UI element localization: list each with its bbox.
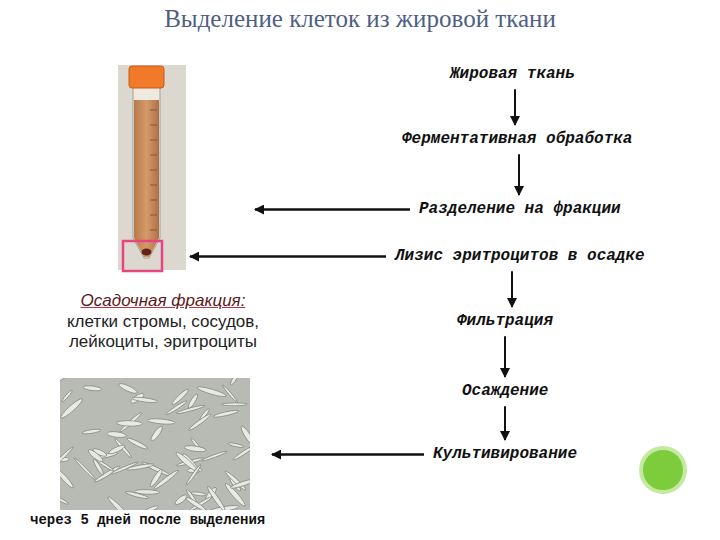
step-text: Жировая ткань xyxy=(450,65,575,84)
flow-arrow xyxy=(518,154,520,195)
pointer-arrow xyxy=(255,208,410,211)
step-label: Осаждение xyxy=(459,380,551,403)
flow-arrow xyxy=(504,406,506,440)
step-text: Ферментативная обработка xyxy=(402,130,632,149)
step-text: Культивирование xyxy=(433,445,577,464)
flow-arrow xyxy=(514,89,516,125)
fraction-heading: Осадочная фракция: xyxy=(45,291,281,311)
pointer-arrow xyxy=(190,255,386,258)
step-label: Культивирование xyxy=(430,443,580,466)
step-text: Фильтрация xyxy=(457,312,553,331)
step-label: Разделение на фракции xyxy=(416,198,624,221)
step-text: Лизис эритроцитов в осадке xyxy=(395,247,645,266)
step-label: Ферментативная обработка xyxy=(399,128,635,151)
slide-title: Выделение клеток из жировой ткани xyxy=(0,5,720,33)
image-caption: через 5 дней после выделения xyxy=(30,512,310,528)
fraction-note: клетки стромы, сосудов, лейкоциты, эритр… xyxy=(45,312,281,353)
step-text: Разделение на фракции xyxy=(419,200,621,219)
flow-arrow xyxy=(504,336,506,377)
step-label: Жировая ткань xyxy=(447,63,578,86)
tube-photo xyxy=(118,65,186,271)
cell-micrograph xyxy=(60,378,250,510)
flow-arrow xyxy=(511,271,513,307)
step-text: Осаждение xyxy=(462,382,548,401)
step-label: Фильтрация xyxy=(454,310,556,333)
pointer-arrow xyxy=(272,453,424,456)
step-label: Лизис эритроцитов в осадке xyxy=(392,245,648,268)
slide-decoration xyxy=(641,448,685,492)
